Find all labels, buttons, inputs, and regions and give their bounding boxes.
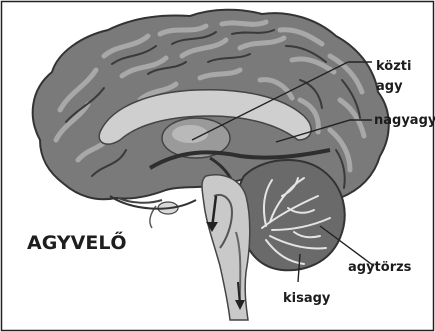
label-kisagy: kisagy (283, 291, 331, 306)
cerebellum (238, 160, 345, 270)
label-kozti-line2: agy (376, 79, 403, 94)
label-kozti-line1: közti (376, 59, 411, 74)
label-nagyagy: nagyagy (374, 113, 435, 128)
figure-title: AGYVELŐ (27, 230, 127, 254)
label-agytorzs: agytörzs (348, 260, 412, 275)
